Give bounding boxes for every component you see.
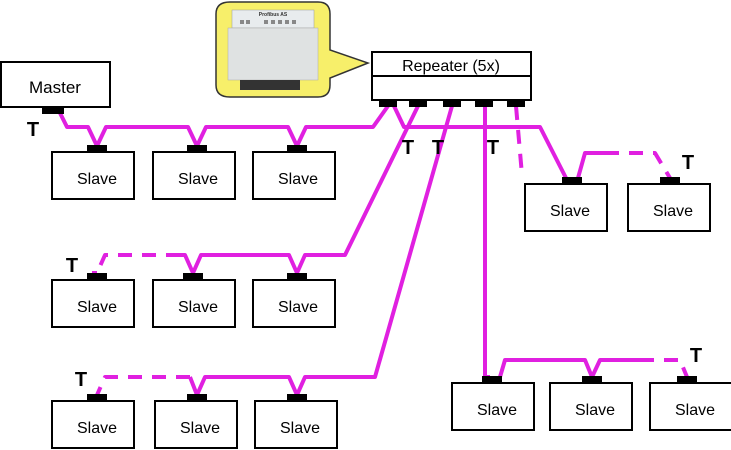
slave-label: Slave xyxy=(77,299,117,316)
connector xyxy=(287,145,307,152)
connector xyxy=(87,145,107,152)
repeater-port xyxy=(409,100,427,107)
connector xyxy=(677,376,697,383)
slave-label: Slave xyxy=(550,203,590,220)
slave-device[interactable]: Slave xyxy=(252,145,336,200)
terminator-label: T xyxy=(432,137,444,159)
bus-cable-optional xyxy=(95,253,180,274)
connector xyxy=(562,177,582,184)
bus-cable-optional xyxy=(95,375,190,396)
slave-box xyxy=(154,400,238,449)
repeater-port xyxy=(379,100,397,107)
slave-label: Slave xyxy=(278,171,318,188)
bus-cable-optional xyxy=(640,358,689,378)
connector xyxy=(582,376,602,383)
device-photo-glands xyxy=(240,80,300,90)
connector xyxy=(183,273,203,280)
slave-box xyxy=(51,151,135,200)
slave-device[interactable]: Slave xyxy=(51,145,135,200)
slave-label: Slave xyxy=(280,420,320,437)
slave-device[interactable]: Slave xyxy=(627,177,711,232)
slave-label: Slave xyxy=(278,299,318,316)
slave-device[interactable]: Slave xyxy=(549,376,633,431)
connector xyxy=(287,273,307,280)
master-label: Master xyxy=(29,78,81,97)
slave-label: Slave xyxy=(653,203,693,220)
slave-device[interactable]: Slave xyxy=(51,273,135,328)
slave-box xyxy=(152,279,236,328)
slave-label: Slave xyxy=(178,299,218,316)
slave-device[interactable]: Slave xyxy=(252,273,336,328)
slave-device[interactable]: Slave xyxy=(154,394,238,449)
slave-device[interactable]: Slave xyxy=(524,177,608,232)
connector xyxy=(287,394,307,401)
terminator-label: T xyxy=(682,152,694,174)
slave-label: Slave xyxy=(77,171,117,188)
master-device[interactable]: Master xyxy=(0,61,111,114)
bus-cable xyxy=(498,358,640,379)
bus-cable xyxy=(576,151,605,179)
repeater-device[interactable]: Repeater (5x) xyxy=(371,51,532,107)
bus-cable xyxy=(180,105,420,275)
slave-device[interactable]: Slave xyxy=(254,394,338,449)
slave-device[interactable]: Slave xyxy=(152,145,236,200)
device-photo-terminals xyxy=(240,20,296,24)
slave-box xyxy=(254,400,338,449)
repeater-port xyxy=(507,100,525,107)
repeater-port xyxy=(475,100,493,107)
terminator-label: T xyxy=(66,255,78,277)
connector xyxy=(482,376,502,383)
connector xyxy=(87,394,107,401)
slave-label: Slave xyxy=(675,402,715,419)
bus-cable xyxy=(188,105,454,397)
device-photo-label: Profibus AS xyxy=(259,12,288,18)
terminator-label: T xyxy=(402,137,414,159)
slave-box xyxy=(51,400,135,449)
bus-cable xyxy=(392,105,568,179)
repeater-port xyxy=(443,100,461,107)
slave-device[interactable]: Slave xyxy=(51,394,135,449)
slave-box xyxy=(649,382,731,431)
bus-cable xyxy=(58,104,390,148)
terminator-label: T xyxy=(487,137,499,159)
terminator-label: T xyxy=(690,345,702,367)
slave-label: Slave xyxy=(77,420,117,437)
terminator-label: T xyxy=(75,369,87,391)
connector xyxy=(187,394,207,401)
slave-device[interactable]: Slave xyxy=(649,376,731,431)
device-photo-body xyxy=(227,27,319,81)
slave-label: Slave xyxy=(575,402,615,419)
bus-cable-optional xyxy=(605,151,672,180)
slave-box xyxy=(252,151,336,200)
slave-box xyxy=(252,279,336,328)
connector xyxy=(87,273,107,280)
slave-device[interactable]: Slave xyxy=(451,376,535,431)
repeater-label: Repeater (5x) xyxy=(402,58,500,75)
slave-device[interactable]: Slave xyxy=(152,273,236,328)
device-photo-callout: Profibus AS xyxy=(215,1,371,98)
connector xyxy=(42,107,64,114)
connector xyxy=(187,145,207,152)
slave-label: Slave xyxy=(180,420,220,437)
slave-label: Slave xyxy=(477,402,517,419)
slave-box xyxy=(51,279,135,328)
connector xyxy=(660,177,680,184)
terminator-label: T xyxy=(27,119,39,141)
slave-label: Slave xyxy=(178,171,218,188)
bus-cable-optional xyxy=(514,105,524,176)
